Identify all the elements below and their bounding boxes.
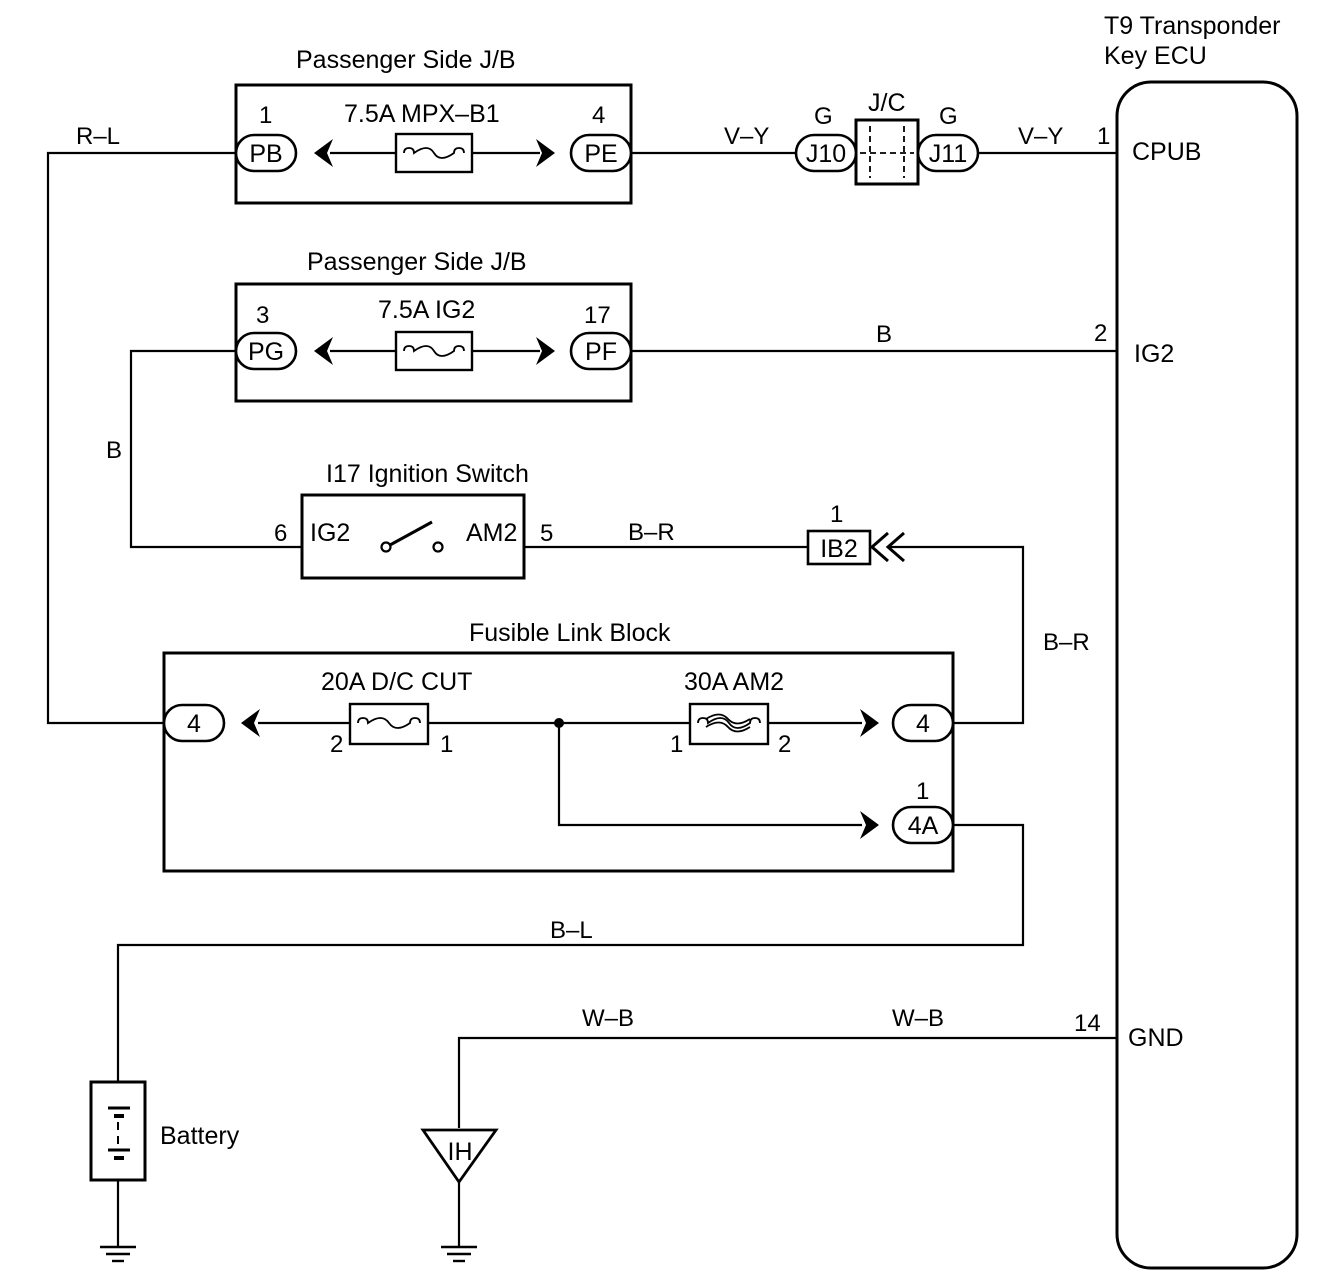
connector-fl-left-4 [162,703,226,743]
jb2-title: Passenger Side J/B [307,248,527,276]
connector-arrow-icon [314,337,333,365]
connector-j11-label: J11 [929,140,967,168]
wire-label-b-r-1: B–R [628,519,675,546]
jb1-right-pin: 4 [592,102,605,129]
connector-j10 [794,133,858,173]
jc-left-color: G [814,103,833,130]
fuse1-pin-right: 1 [440,731,453,758]
connector-j10-label: J10 [806,140,846,168]
wire-label-v-y-1: V–Y [724,123,769,150]
connector-arrow-icon [860,811,879,839]
jb2-fuse-label: 7.5A IG2 [378,296,475,324]
ground-icon [100,1245,136,1263]
junction-dot [554,718,564,728]
connector-4a-pin: 1 [916,778,929,805]
ecu-pin-number-ig2: 2 [1094,320,1107,347]
jb1-fuse-label: 7.5A MPX–B1 [344,100,500,128]
jc-right-color: G [939,103,958,130]
ignition-switch: I17 Ignition Switch IG2 AM2 6 5 [274,460,553,580]
connector-ib2-box [806,529,872,566]
ignition-term-am2: AM2 [466,519,517,547]
ignition-title: I17 Ignition Switch [326,460,529,488]
ecu-pin-number-gnd: 14 [1074,1010,1101,1037]
ignition-box [300,493,526,580]
connector-4a-label: 4A [908,812,939,840]
ground-point-label: IH [448,1138,473,1166]
connector-arrow-icon [536,139,555,167]
connector-arrow-icon [536,337,555,365]
connector-pf-label: PF [585,338,617,366]
jc-title: J/C [868,89,906,117]
ecu-pin-cpub: CPUB [1132,138,1201,166]
wire-label-w-b-1: W–B [582,1005,634,1032]
jb2-box [234,282,633,403]
ecu-pin-number-cpub: 1 [1097,123,1110,150]
fuse-am2-icon [688,702,770,746]
fusible-link-block: Fusible Link Block 20A D/C CUT 30A AM2 2… [162,619,955,873]
fusible-fuse1-label: 20A D/C CUT [321,668,472,696]
jb2-left-pin: 3 [256,302,269,329]
wire-label-b-ig2: B [876,321,892,348]
jb2-right-pin: 17 [584,302,611,329]
connector-fl-left-4-label: 4 [187,710,201,738]
fuse2-pin-left: 1 [670,731,683,758]
battery: Battery [89,1080,240,1263]
ground-icon [441,1245,477,1263]
ecu-title-line2: Key ECU [1104,42,1207,70]
jb1-title: Passenger Side J/B [296,46,516,74]
connector-fl-right-4 [891,703,955,743]
connector-fl-right-4-label: 4 [916,710,930,738]
transponder-key-ecu: T9 Transponder Key ECU CPUB IG2 GND 1 2 … [1074,12,1299,1270]
connector-arrow-icon [860,709,879,737]
ecu-pin-ig2: IG2 [1134,340,1174,368]
connector-ib2: 1 IB2 [806,501,905,566]
wire-label-b-l: B–L [550,917,593,944]
wire-b-l [116,823,1025,1082]
fuse2-pin-right: 2 [778,731,791,758]
wire-label-r-l: R–L [76,123,120,150]
connector-pb-label: PB [249,140,282,168]
fuse1-pin-left: 2 [330,731,343,758]
wire-b-r-2 [888,545,1025,725]
fusible-title: Fusible Link Block [469,619,671,647]
jb1-box [234,83,633,205]
wire-label-v-y-2: V–Y [1018,123,1063,150]
junction-block-ig2: Passenger Side J/B 7.5A IG2 3 17 PG PF [234,248,633,403]
jc-box [854,118,920,186]
connector-arrow-icon [314,139,333,167]
connector-arrow-icon [241,709,260,737]
battery-label: Battery [160,1122,240,1150]
connector-ib2-label: IB2 [820,535,858,563]
battery-box [89,1080,147,1182]
ecu-pin-gnd: GND [1128,1024,1184,1052]
ignition-pin-6: 6 [274,520,287,547]
wire-r-l [46,151,236,725]
wire-label-b-pg: B [106,437,122,464]
fusible-box [162,651,955,873]
fusible-fuse2-label: 30A AM2 [684,668,784,696]
ignition-term-ig2: IG2 [310,519,350,547]
ground-point-ih: IH [420,1128,499,1263]
wire-label-w-b-2: W–B [892,1005,944,1032]
ecu-title-line1: T9 Transponder [1104,12,1281,40]
ignition-pin-5: 5 [540,520,553,547]
connector-pg-label: PG [248,338,284,366]
connector-ib2-pin: 1 [830,501,843,528]
connector-chevron-icon [869,531,889,563]
junction-connector: J/C G G J10 J11 [794,89,980,186]
ecu-box [1115,80,1299,1270]
wire-b-pg [129,349,302,549]
switch-contact-icon [389,520,433,547]
ground-point-triangle-icon [420,1128,499,1185]
wire-w-b [457,1036,1117,1128]
connector-pe-label: PE [584,140,617,168]
wire-label-b-r-2: B–R [1043,629,1090,656]
junction-block-mpx: Passenger Side J/B 7.5A MPX–B1 1 4 PB PE [234,46,633,205]
jb1-left-pin: 1 [259,102,272,129]
